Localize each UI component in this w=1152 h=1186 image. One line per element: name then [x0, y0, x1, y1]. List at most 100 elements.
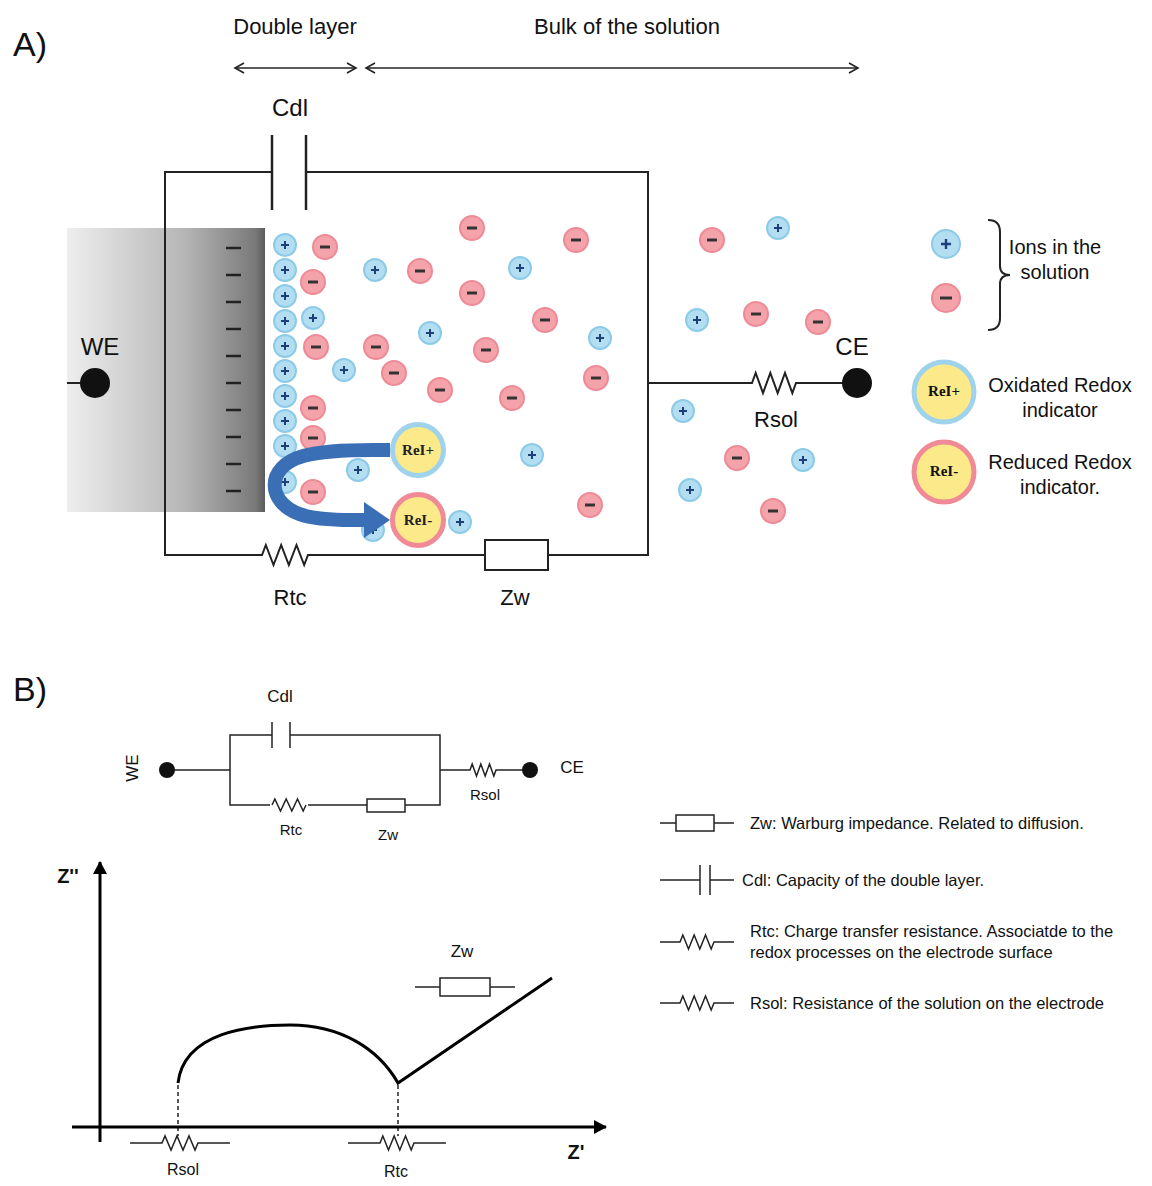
minus-sign	[707, 239, 717, 242]
anion	[584, 366, 608, 390]
cation	[589, 327, 611, 349]
resistor-symbol	[258, 545, 312, 565]
cation	[274, 410, 296, 432]
legend-text: Ions in the solution	[1009, 236, 1101, 283]
circuit-b	[167, 722, 530, 812]
terminal-dot	[522, 762, 538, 778]
resistor-symbol	[348, 1136, 446, 1150]
minus-sign	[371, 346, 381, 349]
minus-sign	[540, 319, 550, 322]
plus-sign	[354, 466, 362, 474]
legend-text: Rsol: Resistance of the solution on the …	[750, 994, 1104, 1012]
warburg-symbol	[485, 540, 548, 570]
component-label: Rtc	[274, 585, 307, 610]
indicator-circle	[393, 495, 444, 546]
legend-bracket	[988, 220, 1010, 330]
wire	[230, 735, 272, 805]
minus-sign	[389, 372, 399, 375]
component-label: Zw	[451, 942, 474, 962]
plus-sign	[369, 526, 377, 534]
cation	[767, 217, 789, 239]
plus-sign	[371, 266, 379, 274]
plus-sign	[309, 314, 317, 322]
legend-entry: Reduced Redox indicator.	[975, 450, 1145, 500]
legend-entry: Cdl: Capacity of the double layer.	[742, 870, 984, 891]
plus-sign	[679, 407, 687, 415]
cation	[509, 257, 531, 279]
resistor-symbol	[468, 764, 498, 776]
cation	[347, 459, 369, 481]
anion	[301, 270, 325, 294]
cation	[302, 307, 324, 329]
minus-sign	[481, 349, 491, 352]
anion	[806, 310, 830, 334]
plus-sign	[426, 329, 434, 337]
cation	[274, 285, 296, 307]
electrode-label: CE	[835, 333, 868, 361]
minus-sign	[311, 346, 321, 349]
axis-marker-label: Rtc	[384, 1163, 408, 1181]
minus-sign	[226, 355, 241, 358]
cation	[274, 385, 296, 407]
wire	[648, 382, 748, 384]
plus-sign	[693, 316, 701, 324]
minus-sign	[591, 377, 601, 380]
double-layer-arrow	[235, 67, 356, 69]
legend-text: Zw: Warburg impedance. Related to diffus…	[750, 814, 1084, 832]
ions	[274, 216, 830, 541]
wire	[714, 822, 734, 824]
nyquist-curve	[178, 978, 552, 1083]
oxidized-indicator: ReI+	[390, 422, 446, 478]
warburg-symbol	[440, 978, 490, 996]
electrode-label: WE	[81, 333, 120, 361]
plus-sign	[516, 264, 524, 272]
minus-sign	[226, 382, 241, 385]
resistor-symbols	[130, 373, 800, 1150]
warburg-symbol	[367, 799, 405, 812]
legend-entry: Oxidated Redox indicator	[975, 373, 1145, 423]
cation	[364, 259, 386, 281]
cation	[686, 309, 708, 331]
anion	[578, 493, 602, 517]
bulk-arrow	[366, 67, 858, 69]
anion	[428, 378, 452, 402]
legend-text: Rtc: Charge transfer resistance. Associa…	[750, 922, 1113, 961]
minus-sign	[467, 227, 477, 230]
region-label: Double layer	[233, 14, 357, 39]
component-label: Cdl	[272, 94, 308, 122]
minus-sign	[320, 246, 330, 249]
capacitor-plate	[305, 135, 308, 210]
cation-sample	[932, 230, 960, 258]
reduced-indicator: ReI-	[390, 492, 446, 548]
legend-text: Cdl: Capacity of the double layer.	[742, 871, 984, 889]
minus-sign	[226, 247, 241, 250]
panel-letter: B)	[13, 670, 47, 709]
node-text: ReI+	[402, 442, 434, 459]
circuit-a	[67, 135, 857, 570]
plus-sign	[281, 317, 289, 325]
legend-sample-text: ReI+	[928, 383, 960, 400]
cation	[333, 359, 355, 381]
capacitor-plate	[289, 722, 291, 748]
component-label: Rsol	[754, 407, 798, 432]
legend-entry: Rsol: Resistance of the solution on the …	[750, 993, 1104, 1014]
plus-sign	[456, 518, 464, 526]
minus-sign	[226, 490, 241, 493]
wire	[440, 769, 468, 771]
axis-marker-label: Rsol	[167, 1161, 199, 1179]
legend-b-samples	[660, 815, 734, 895]
electrode-label: CE	[560, 758, 584, 778]
terminal-dot	[159, 762, 175, 778]
cation	[521, 444, 543, 466]
capacitor-plate	[699, 865, 701, 895]
terminal-dot	[842, 368, 872, 398]
minus-sign	[308, 437, 318, 440]
anion	[460, 216, 484, 240]
plus-sign	[596, 334, 604, 342]
plus-sign	[281, 442, 289, 450]
axis-label: Z''	[57, 865, 79, 888]
anion	[725, 446, 749, 470]
warburg-symbol	[676, 815, 714, 831]
anion	[474, 338, 498, 362]
plus-sign	[281, 266, 289, 274]
